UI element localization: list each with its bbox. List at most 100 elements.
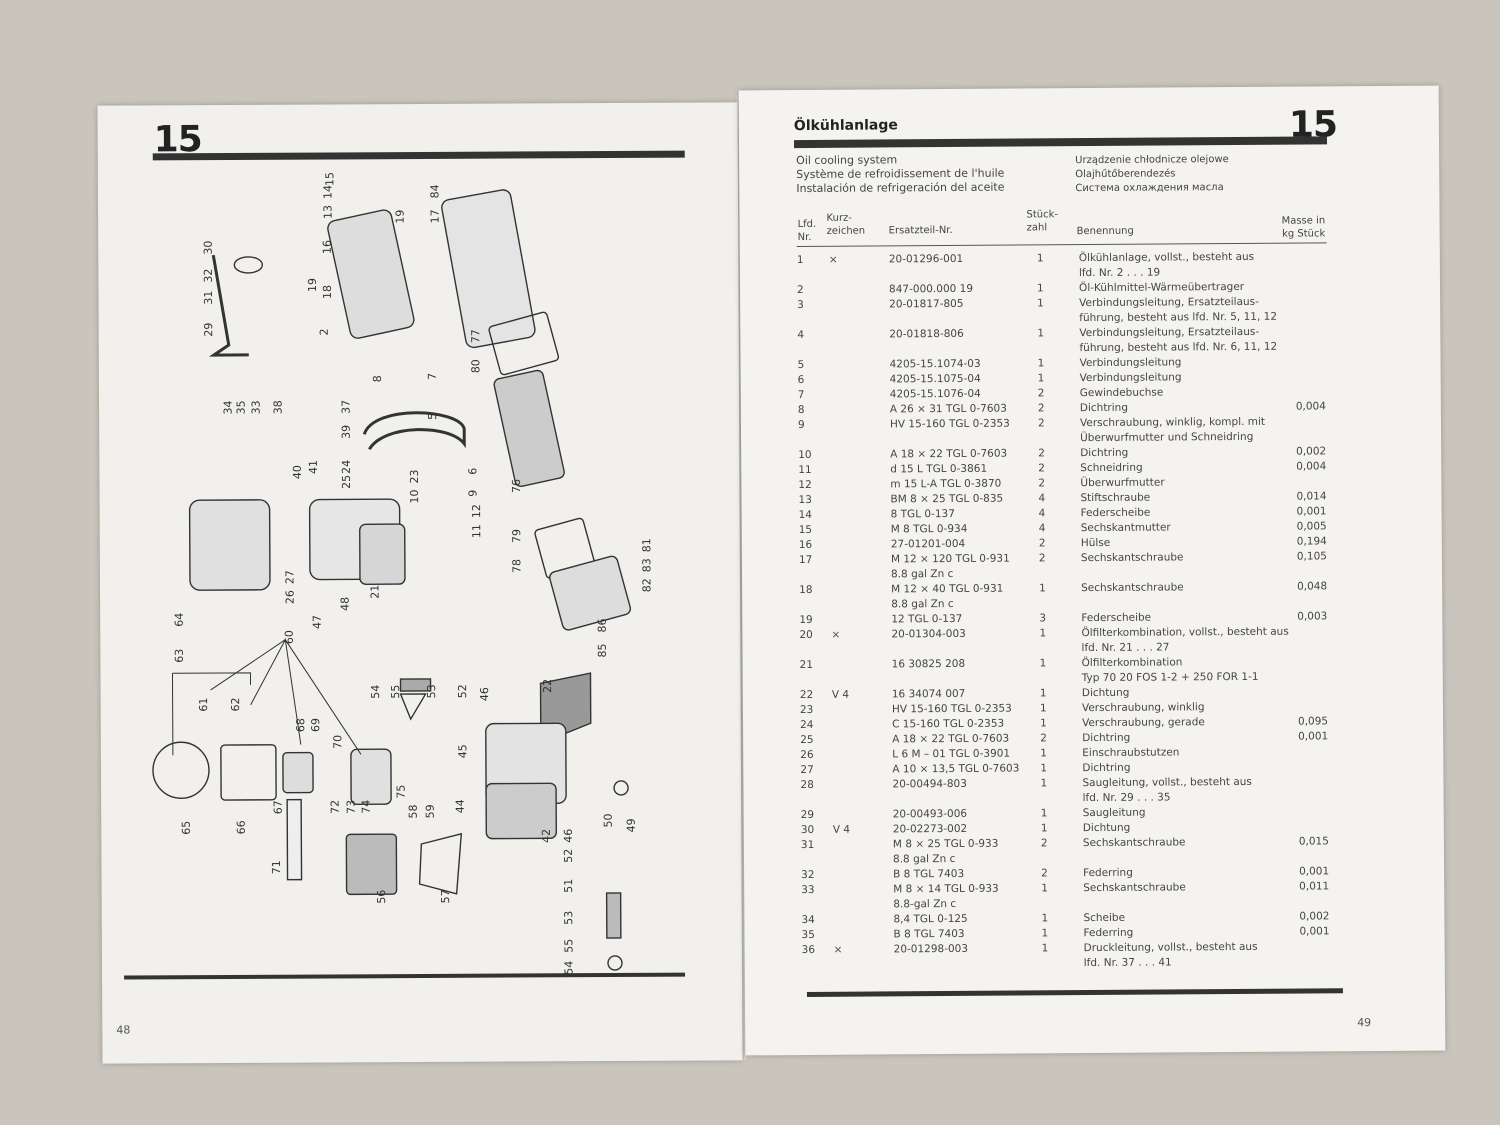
ersatzteil-nr: L 6 M – 01 TGL 0-3901 [892, 747, 1011, 761]
subtitle-pl: Urządzenie chłodnicze olejowe [1075, 154, 1229, 167]
benennung: Verbindungsleitung [1079, 371, 1182, 385]
callout-label: 52 [561, 848, 575, 863]
lfd-nr: 18 [799, 583, 813, 597]
ersatzteil-nr: 20-00494-803 [892, 777, 967, 791]
benennung: Verschraubung, winklig [1081, 701, 1205, 715]
ersatzteil-nr: 8.8 gal Zn c [890, 567, 954, 581]
lfd-nr: 36 [801, 943, 816, 957]
stueckzahl: 2 [1038, 462, 1046, 475]
masse: 0,004 [1295, 400, 1326, 413]
callout-label: 24 [339, 459, 353, 474]
callout-label: 41 [306, 460, 320, 475]
stueckzahl: 1 [1040, 717, 1047, 730]
lfd-nr: 32 [801, 868, 815, 882]
lfd-nr: 20 [799, 628, 813, 642]
callout-label: 7 [425, 372, 439, 380]
suction-pipe-part [208, 254, 249, 357]
callout-label: 23 [407, 469, 421, 484]
ersatzteil-nr: d 15 L TGL 0-3861 [890, 462, 988, 476]
stueckzahl: 1 [1039, 627, 1047, 640]
benennung: Dichtung [1081, 686, 1130, 700]
callout-label: 69 [309, 718, 323, 733]
callout-label: 53 [425, 684, 439, 699]
callout-label: 21 [368, 584, 382, 599]
callout-label: 85 [595, 643, 609, 658]
benennung: lfd. Nr. 37 . . . 41 [1083, 956, 1172, 970]
callout-label: 65 [179, 820, 193, 835]
ersatzteil-nr: 20-01304-003 [891, 627, 966, 641]
benennung: lfd. Nr. 29 . . . 35 [1082, 791, 1171, 805]
masse: 0,004 [1296, 460, 1327, 473]
callout-label: 74 [359, 799, 373, 814]
kurzzeichen: × [831, 628, 841, 641]
stueckzahl: 1 [1041, 927, 1049, 940]
lfd-nr: 8 [797, 404, 805, 417]
stueckzahl: 1 [1040, 807, 1048, 820]
lfd-nr: 6 [797, 374, 805, 387]
callout-label: 19 [305, 278, 319, 293]
ersatzteil-nr: 8 TGL 0-137 [890, 507, 955, 521]
callout-label: 61 [197, 697, 211, 712]
heat-exchanger-housing-part [441, 189, 536, 349]
stueckzahl: 1 [1040, 822, 1048, 835]
lfd-nr: 17 [798, 553, 813, 567]
callout-label: 68 [294, 718, 308, 733]
callout-label: 75 [394, 784, 408, 799]
ersatzteil-nr: 8.8-gal Zn c [893, 897, 957, 911]
ersatzteil-nr: 8.8 gal Zn c [892, 852, 956, 866]
ersatzteil-nr: 8.8 gal Zn c [891, 597, 954, 611]
subtitle-ru: Система охлаждения масла [1075, 182, 1224, 195]
ersatzteil-nr: 16 30825 208 [891, 657, 966, 671]
benennung: Verschraubung, gerade [1082, 716, 1205, 730]
callout-label: 58 [406, 804, 420, 819]
benennung: Federscheibe [1080, 506, 1151, 520]
masse: 0,015 [1298, 835, 1329, 848]
rotor-part [282, 751, 314, 794]
ersatzteil-nr: 20-01298-003 [893, 942, 969, 956]
subtitle-en: Oil cooling system [796, 153, 898, 168]
stueckzahl: 2 [1037, 402, 1045, 415]
masse: 0,001 [1298, 730, 1329, 743]
benennung: Federscheibe [1081, 611, 1152, 625]
lfd-nr: 11 [798, 463, 812, 477]
pump-housing-part [152, 741, 210, 799]
benennung: Saugleitung, vollst., besteht aus [1082, 775, 1252, 790]
callout-label: 82 [640, 578, 654, 593]
benennung: Saugleitung [1082, 806, 1146, 820]
callout-label: 29 [202, 322, 216, 337]
ersatzteil-nr: 20-02273-002 [892, 822, 968, 836]
lfd-nr: 29 [800, 808, 815, 822]
plug-part [607, 955, 623, 971]
callout-label: 60 [282, 630, 296, 645]
lfd-nr: 2 [796, 284, 804, 297]
benennung: Sechskantschraube [1082, 836, 1186, 850]
ersatzteil-nr: HV 15-160 TGL 0-2353 [891, 702, 1012, 716]
callout-label: 44 [453, 799, 467, 814]
stueckzahl: 1 [1037, 327, 1045, 340]
stueckzahl: 2 [1038, 552, 1046, 565]
callout-label: 11 [470, 524, 484, 539]
masse: 0,003 [1297, 610, 1328, 623]
masse: 0,105 [1296, 550, 1327, 563]
callout-label: 22 [541, 678, 555, 693]
table-header: Lfd.Nr. Kurz-zeichen Ersatzteil-Nr. Stüc… [739, 86, 1439, 248]
callout-label: 19 [393, 209, 407, 224]
benennung: Sechskantschraube [1083, 881, 1186, 895]
benennung: Dichtring [1079, 401, 1129, 415]
heat-exchanger-part [327, 209, 415, 339]
callout-label: 47 [310, 615, 324, 630]
callout-label: 35 [234, 400, 248, 415]
callout-label: 62 [229, 697, 243, 712]
callout-label: 49 [624, 818, 638, 833]
masse: 0,001 [1296, 505, 1327, 518]
callout-label: 73 [344, 799, 358, 814]
masse: 0,005 [1296, 520, 1327, 533]
stueckzahl: 2 [1040, 732, 1047, 745]
lfd-nr: 26 [800, 748, 814, 762]
oil-pump-part [188, 499, 271, 591]
plug-part [613, 780, 629, 796]
callout-label: 6 [466, 467, 480, 475]
